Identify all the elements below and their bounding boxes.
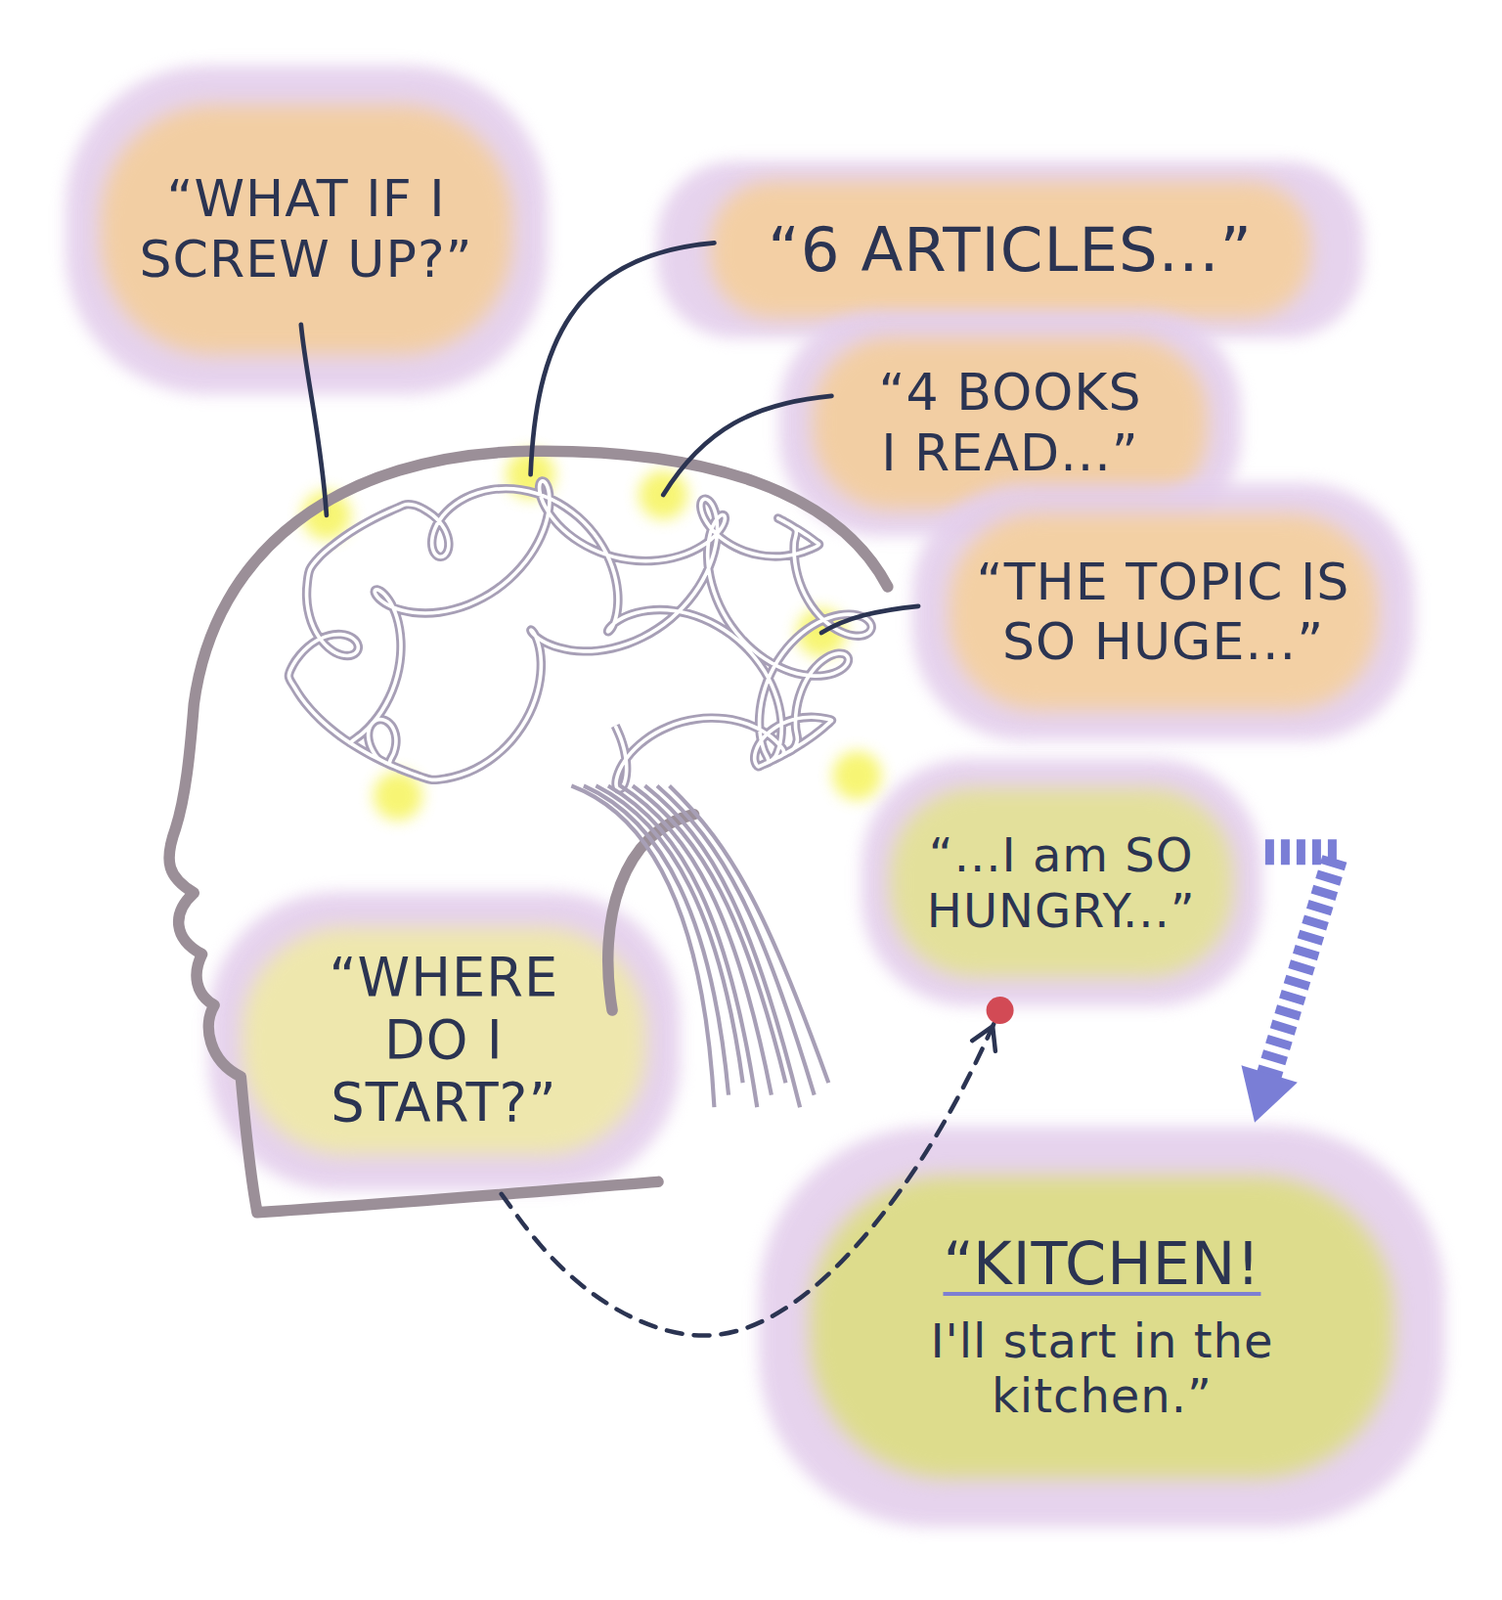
head-illustration [169, 242, 919, 1212]
leader-group [301, 242, 919, 633]
dashed-arrow [501, 1010, 1001, 1336]
bubble-fill [100, 104, 513, 354]
leader-line [821, 606, 919, 633]
leader-line [662, 396, 832, 495]
bubble-text-group: “...I am SO HUNGRY...” [908, 827, 1215, 938]
brain-stem [595, 785, 743, 1083]
thought-text: “6 ARTICLES...” [767, 214, 1253, 287]
thought-text: “...I am SO HUNGRY...” [908, 827, 1215, 938]
thought-text: “WHERE DO I START?” [290, 946, 597, 1135]
bubble-text-group: “6 ARTICLES...” [704, 214, 1317, 287]
bubble-fill [889, 788, 1234, 977]
glow-dot [832, 751, 882, 800]
thought-text: “WHAT IF I SCREW UP?” [112, 169, 501, 290]
brain-stem [669, 785, 830, 1083]
arrowhead [1240, 1064, 1297, 1122]
thought-text: “THE TOPIC IS SO HUGE...” [969, 552, 1358, 673]
thought-text: “4 BOOKS I READ...” [877, 362, 1143, 484]
bubble-text-group: “KITCHEN! I'll start in the kitchen.” [928, 1229, 1277, 1424]
thought-bubble: “WHERE DO I START?” [204, 887, 684, 1194]
connector-group [501, 996, 1015, 1336]
leader-line [530, 242, 715, 475]
thought-text: “KITCHEN! [942, 1229, 1261, 1299]
bubble-text-group: “4 BOOKS I READ...” [877, 362, 1143, 484]
brain-stem [657, 785, 815, 1095]
brain-inner [288, 481, 872, 790]
bubble-text-group: “THE TOPIC IS SO HUGE...” [969, 552, 1358, 673]
thought-bubble: “...I am SO HUNGRY...” [857, 754, 1266, 1011]
connector-group [1240, 851, 1337, 1123]
thought-bubble: “KITCHEN! I'll start in the kitchen.” [754, 1122, 1450, 1531]
bubble-text-group: “WHERE DO I START?” [290, 946, 597, 1135]
connector-group [501, 851, 1337, 1335]
leader-line [301, 324, 327, 516]
brain-stem [583, 785, 729, 1095]
target-dot [986, 996, 1015, 1024]
brain-stem [644, 785, 800, 1107]
brain-stem [608, 785, 757, 1107]
bubble-halo [208, 891, 680, 1191]
glow-dot [302, 490, 352, 540]
brain-stem [632, 785, 787, 1083]
brain-stem [619, 785, 771, 1095]
brain-stem [571, 785, 714, 1107]
glow-dot [638, 470, 688, 520]
thought-bubble: “WHAT IF I SCREW UP?” [61, 61, 552, 398]
bubble-fill [242, 927, 646, 1155]
glow-group [302, 449, 883, 821]
bubble-fill [948, 514, 1377, 711]
bubble-text-group: “WHAT IF I SCREW UP?” [112, 169, 501, 290]
glow-dot [373, 771, 423, 821]
bubble-fill [709, 181, 1311, 319]
striped-arrow [1265, 851, 1337, 1078]
neck-outline [608, 814, 695, 1011]
bubble-halo [861, 758, 1262, 1007]
glow-dot [506, 449, 556, 499]
bubble-halo [912, 483, 1415, 741]
bubble-halo [758, 1126, 1446, 1527]
brain-tangle [288, 481, 872, 1107]
thought-bubble: “THE TOPIC IS SO HUGE...” [908, 479, 1419, 745]
brain-outline [288, 481, 872, 790]
arrowhead [971, 1025, 996, 1051]
head-outline [169, 450, 888, 1213]
thought-body: I'll start in the kitchen.” [928, 1313, 1277, 1424]
bubble-fill [810, 1175, 1394, 1478]
bubble-halo [65, 65, 548, 395]
glow-dot [796, 608, 846, 658]
